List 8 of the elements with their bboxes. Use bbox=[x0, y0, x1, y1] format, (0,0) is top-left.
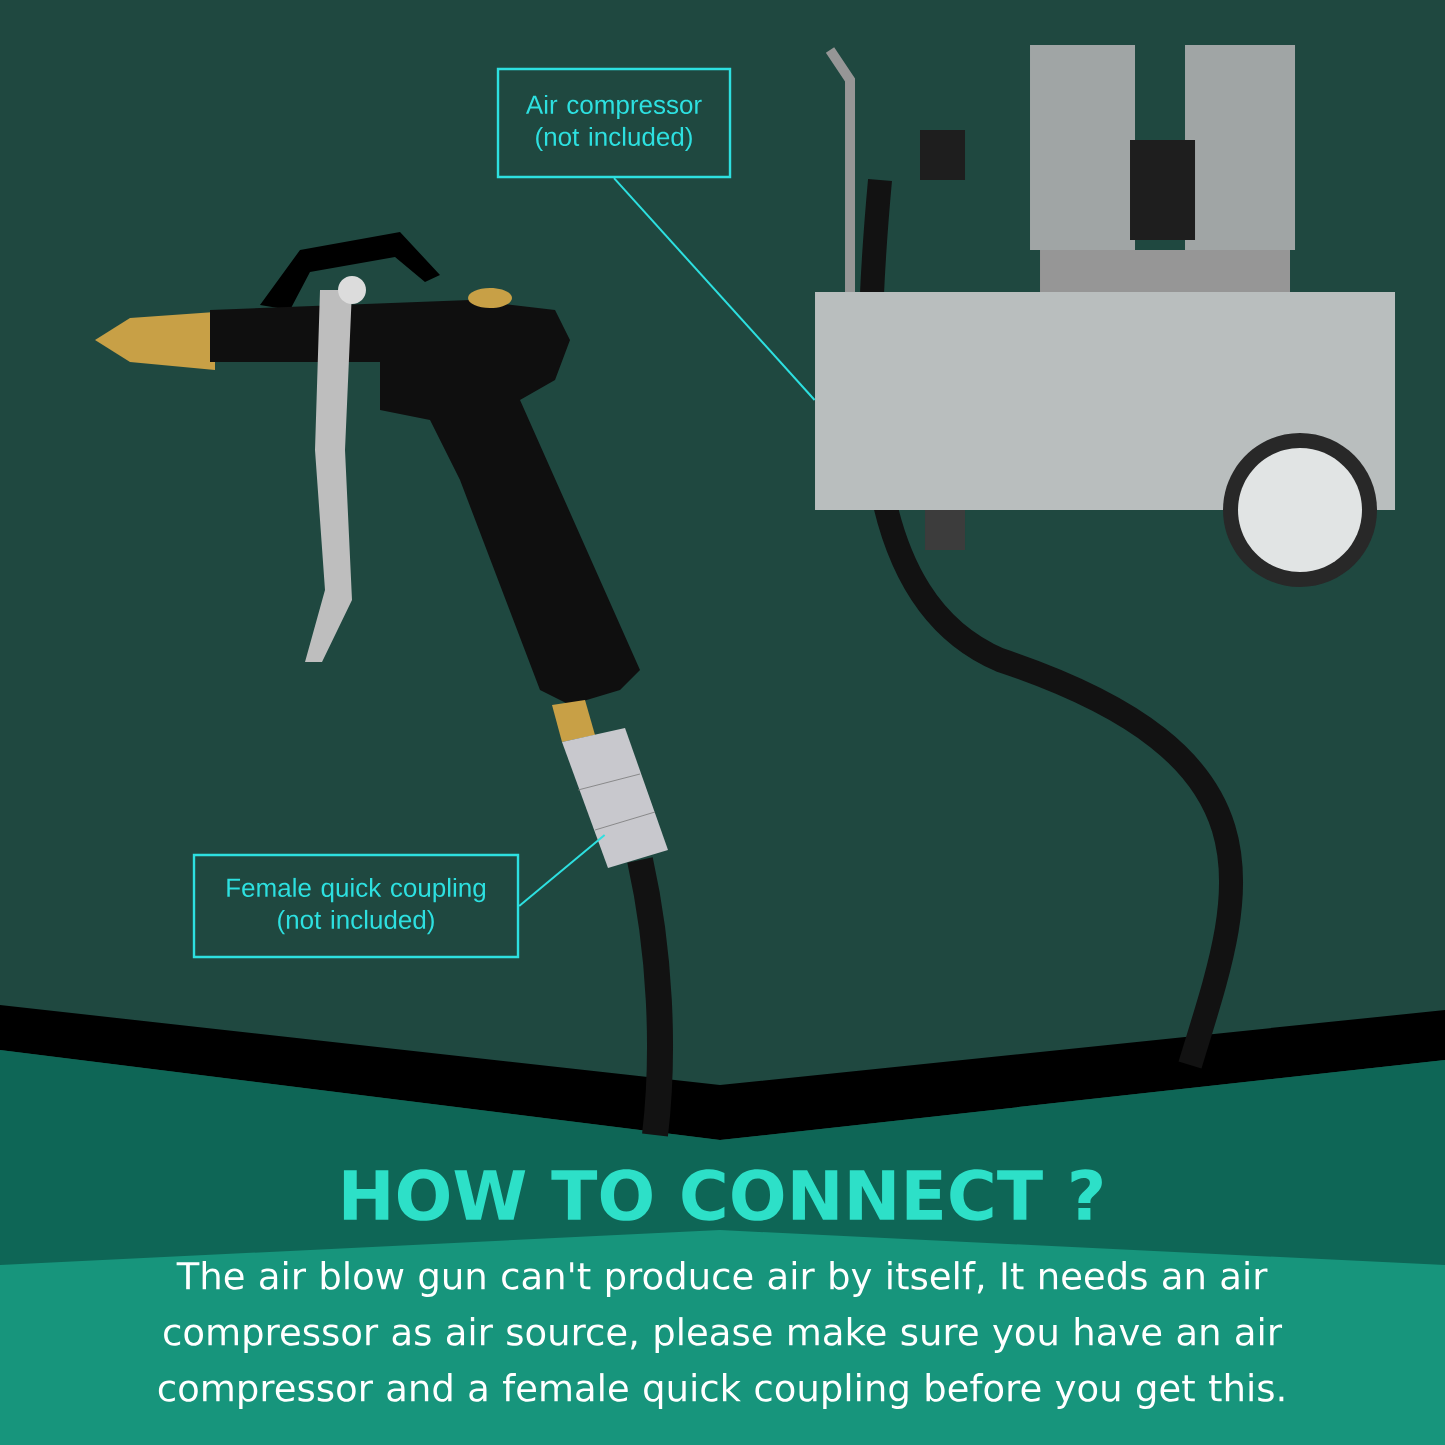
quick-coupling-drawing bbox=[552, 700, 668, 868]
callout-box: Female quick coupling (not included) bbox=[192, 853, 520, 959]
leader-line bbox=[518, 834, 606, 907]
heading: HOW TO CONNECT ? bbox=[343, 1169, 1102, 1221]
callout-box: Air compressor (not included) bbox=[496, 67, 732, 179]
description-text: The air blow gun can't produce air by itself, It needs an air compressor as air source, please make sure you have an air compressor and a female quick coupling before you get this. bbox=[158, 1261, 1284, 1409]
air-compressor-drawing bbox=[815, 45, 1395, 587]
leader-line bbox=[613, 177, 816, 401]
